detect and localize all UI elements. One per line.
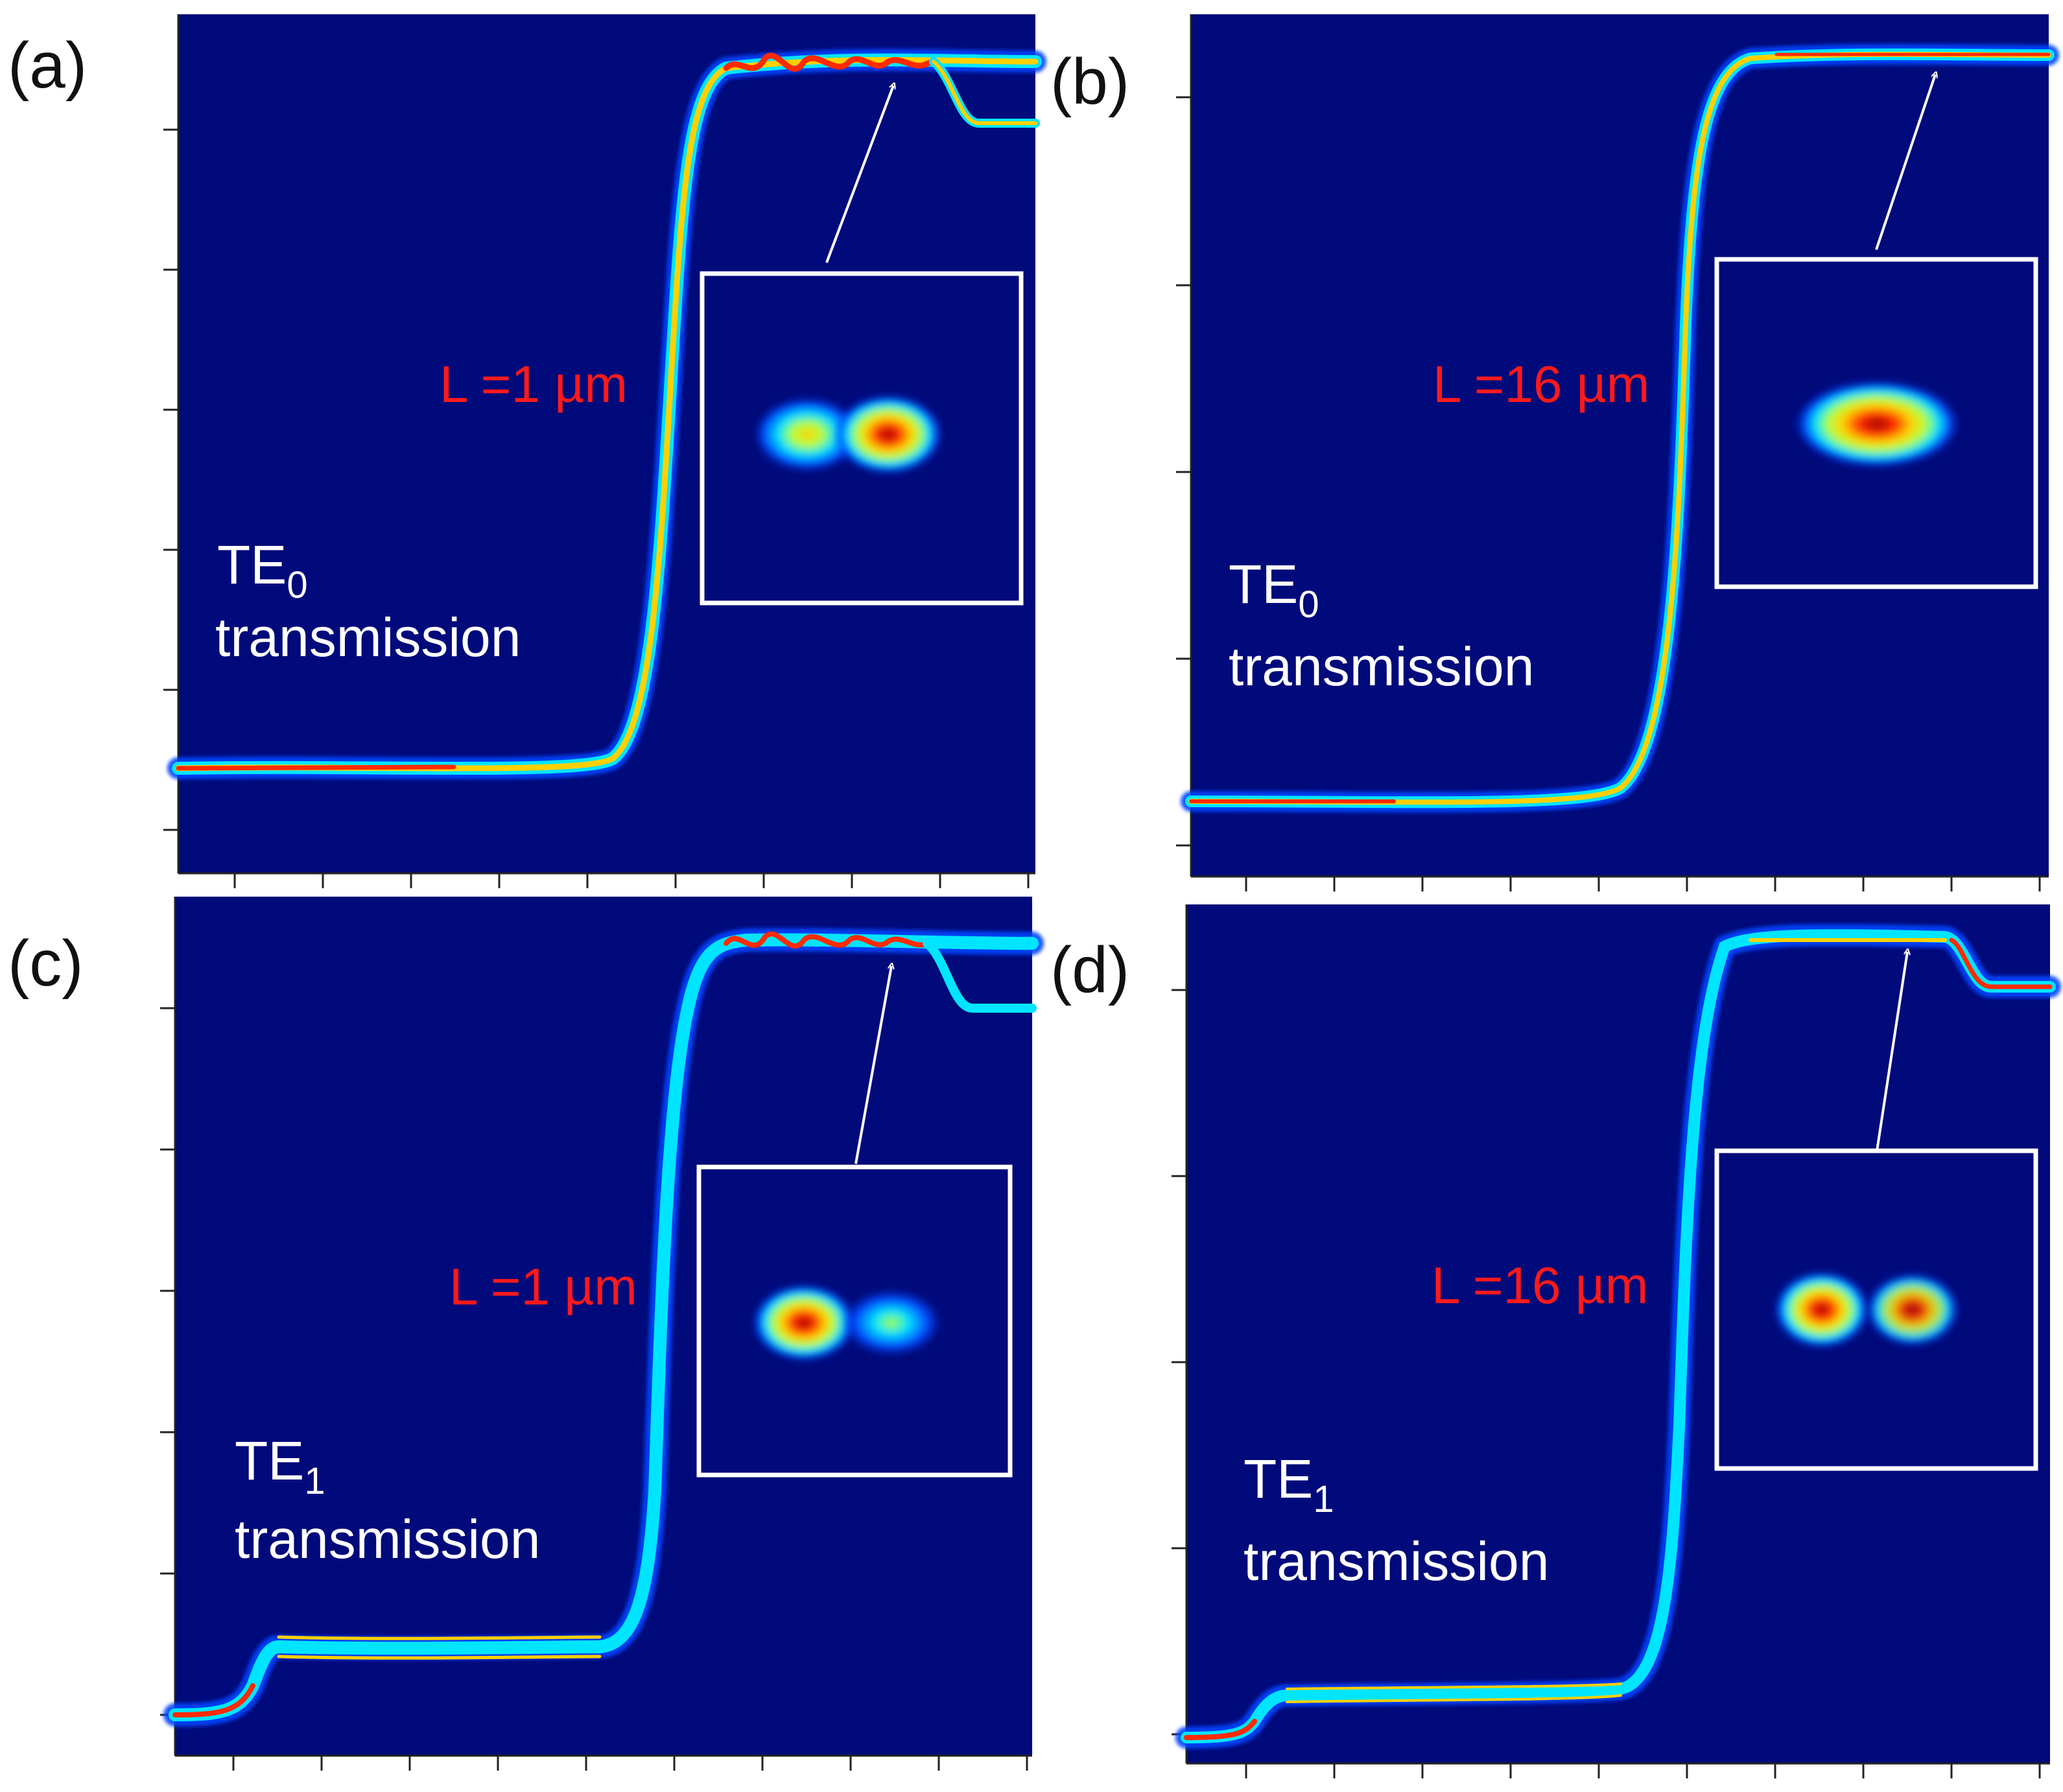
mode-base: TE <box>1229 554 1298 615</box>
mode-label: TE1 <box>235 1430 325 1502</box>
arrow <box>825 86 893 263</box>
mode-base: TE <box>217 534 287 595</box>
mode-caption: transmission <box>215 607 521 668</box>
panel-letter: (a) <box>8 29 87 102</box>
panel-letter: (d) <box>1050 934 1129 1006</box>
mode-subscript: 0 <box>287 564 307 606</box>
length-label: L =16 µm <box>1433 355 1649 413</box>
y-ticks <box>163 128 178 831</box>
mode-caption: transmission <box>1244 1531 1549 1592</box>
beam-trace <box>167 49 1046 779</box>
x-ticks <box>1245 1763 2041 1778</box>
mode-label: TE1 <box>1244 1448 1334 1520</box>
length-label: L =1 µm <box>440 355 628 413</box>
length-label: L =16 µm <box>1432 1256 1648 1314</box>
mode-base: TE <box>235 1430 304 1491</box>
inset-mode-profile <box>696 1164 1013 1478</box>
mode-base: TE <box>1244 1448 1313 1509</box>
panel-a: (a) <box>8 14 1046 888</box>
axis-frame <box>174 897 1032 1757</box>
x-ticks <box>1245 877 2041 891</box>
beam-trace <box>1181 43 2059 813</box>
mode-subscript: 1 <box>304 1460 325 1502</box>
panel-c: (c) <box>8 897 1044 1771</box>
mode-label: TE0 <box>217 534 308 606</box>
beam-trace <box>163 928 1044 1727</box>
arrow <box>1876 952 1907 1151</box>
inset-mode-profile <box>1714 1148 2038 1471</box>
mode-caption: transmission <box>1229 636 1534 697</box>
panel-b: (b) L =16 µm <box>1050 14 2059 891</box>
panel-letter: (b) <box>1050 45 1129 118</box>
y-ticks <box>1172 989 1186 1736</box>
mode-label: TE0 <box>1229 554 1319 626</box>
mode-subscript: 1 <box>1313 1478 1334 1520</box>
y-ticks <box>1176 96 1191 847</box>
mode-subscript: 0 <box>1298 584 1319 626</box>
y-ticks <box>160 1007 175 1716</box>
panel-d: (d) <box>1050 904 2061 1778</box>
panel-letter: (c) <box>8 927 84 1000</box>
inset-mode-profile <box>1714 257 2038 589</box>
length-label: L =1 µm <box>449 1258 637 1315</box>
axis-frame <box>1185 904 2050 1765</box>
beam-trace <box>1175 924 2061 1749</box>
arrow <box>855 966 891 1164</box>
x-ticks <box>233 873 1030 888</box>
arrow <box>1875 75 1935 250</box>
x-ticks <box>232 1756 1028 1771</box>
axis-frame <box>177 14 1035 875</box>
mode-caption: transmission <box>235 1509 540 1570</box>
inset-mode-profile <box>700 271 1024 606</box>
